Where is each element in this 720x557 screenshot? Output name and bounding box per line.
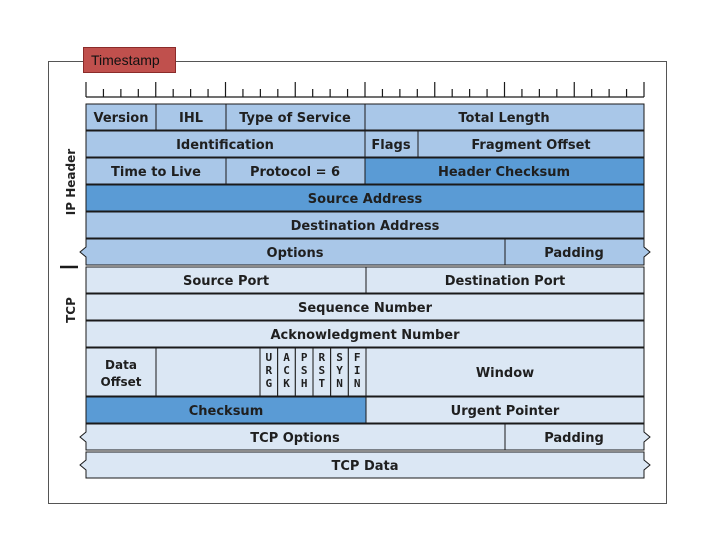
cell-total-length xyxy=(364,103,645,131)
timestamp-tag: Timestamp xyxy=(83,47,176,73)
data-offset-text-line1: Data xyxy=(105,358,137,372)
cell-urgent-pointer xyxy=(365,396,645,424)
urgent-pointer-text: Urgent Pointer xyxy=(451,404,560,419)
tcp-padding-text: Padding xyxy=(544,431,604,446)
destination-port-text: Destination Port xyxy=(445,274,566,289)
cell-destination-port xyxy=(365,266,645,294)
fragment-offset-text: Fragment Offset xyxy=(471,138,590,153)
flag-bit-letter: Y xyxy=(336,364,343,377)
flag-bit-letter: R xyxy=(266,364,273,377)
flag-bit-letter: N xyxy=(354,377,361,390)
cell-identification xyxy=(85,130,366,158)
protocol-text: Protocol = 6 xyxy=(250,165,340,180)
cell-version xyxy=(85,103,157,131)
type-of-service-text: Type of Service xyxy=(239,111,351,126)
ack-number-text: Acknowledgment Number xyxy=(270,328,460,343)
time-to-live-text: Time to Live xyxy=(111,165,201,180)
sequence-number-text: Sequence Number xyxy=(298,301,433,316)
cell-destination-address xyxy=(85,211,645,239)
source-address-text: Source Address xyxy=(308,192,423,207)
flag-bit-letter: S xyxy=(336,351,343,364)
tcp-data-text: TCP Data xyxy=(331,459,398,474)
cell-reserved xyxy=(155,347,261,397)
flag-bit-letter: U xyxy=(266,351,273,364)
header-checksum-text: Header Checksum xyxy=(438,165,570,180)
flag-bit-letter: S xyxy=(319,364,326,377)
cell-type-of-service xyxy=(225,103,366,131)
flag-bit-letter: C xyxy=(283,364,290,377)
cell-header-checksum xyxy=(364,157,645,185)
cell-tcp-data xyxy=(79,451,651,479)
window-text: Window xyxy=(476,366,534,381)
flags-text: Flags xyxy=(371,138,410,153)
data-offset-text-line2: Offset xyxy=(101,375,142,389)
checksum-text: Checksum xyxy=(189,404,264,419)
ip-header-label: IP Header xyxy=(64,149,78,215)
cell-source-address xyxy=(85,184,645,212)
flag-bit-letter: P xyxy=(301,351,308,364)
flag-bit-letter: K xyxy=(283,377,290,390)
flag-bit-letter: F xyxy=(354,351,361,364)
cell-tcp-padding xyxy=(504,423,651,451)
flag-bit-letter: I xyxy=(354,364,361,377)
cell-fragment-offset xyxy=(417,130,645,158)
cell-ack-number xyxy=(85,320,645,348)
flag-bit-letter: R xyxy=(319,351,326,364)
flag-bit-letter: S xyxy=(301,364,308,377)
ip-padding-text: Padding xyxy=(544,246,604,261)
flag-bit-letter: N xyxy=(336,377,343,390)
cell-checksum xyxy=(85,396,367,424)
identification-text: Identification xyxy=(176,138,274,153)
diagram-frame xyxy=(48,61,667,504)
cell-sequence-number xyxy=(85,293,645,321)
cell-flags xyxy=(364,130,419,158)
ip-options-text: Options xyxy=(267,246,324,261)
cell-data-offset xyxy=(85,347,157,397)
flag-bit-letter: G xyxy=(266,377,273,390)
bit-ruler xyxy=(85,82,645,98)
cell-source-port xyxy=(85,266,367,294)
flag-bit-letter: H xyxy=(301,377,308,390)
destination-address-text: Destination Address xyxy=(291,219,440,234)
source-port-text: Source Port xyxy=(183,274,269,289)
flag-bit-letter: T xyxy=(319,377,326,390)
cell-ip-padding xyxy=(504,238,651,266)
tcp-options-text: TCP Options xyxy=(250,431,340,446)
tcp-label: TCP xyxy=(64,297,78,323)
ihl-text: IHL xyxy=(179,111,203,126)
version-text: Version xyxy=(94,111,149,126)
total-length-text: Total Length xyxy=(458,111,549,126)
flag-bit-letter: A xyxy=(283,351,290,364)
cell-ihl xyxy=(155,103,227,131)
cell-window xyxy=(365,347,645,397)
